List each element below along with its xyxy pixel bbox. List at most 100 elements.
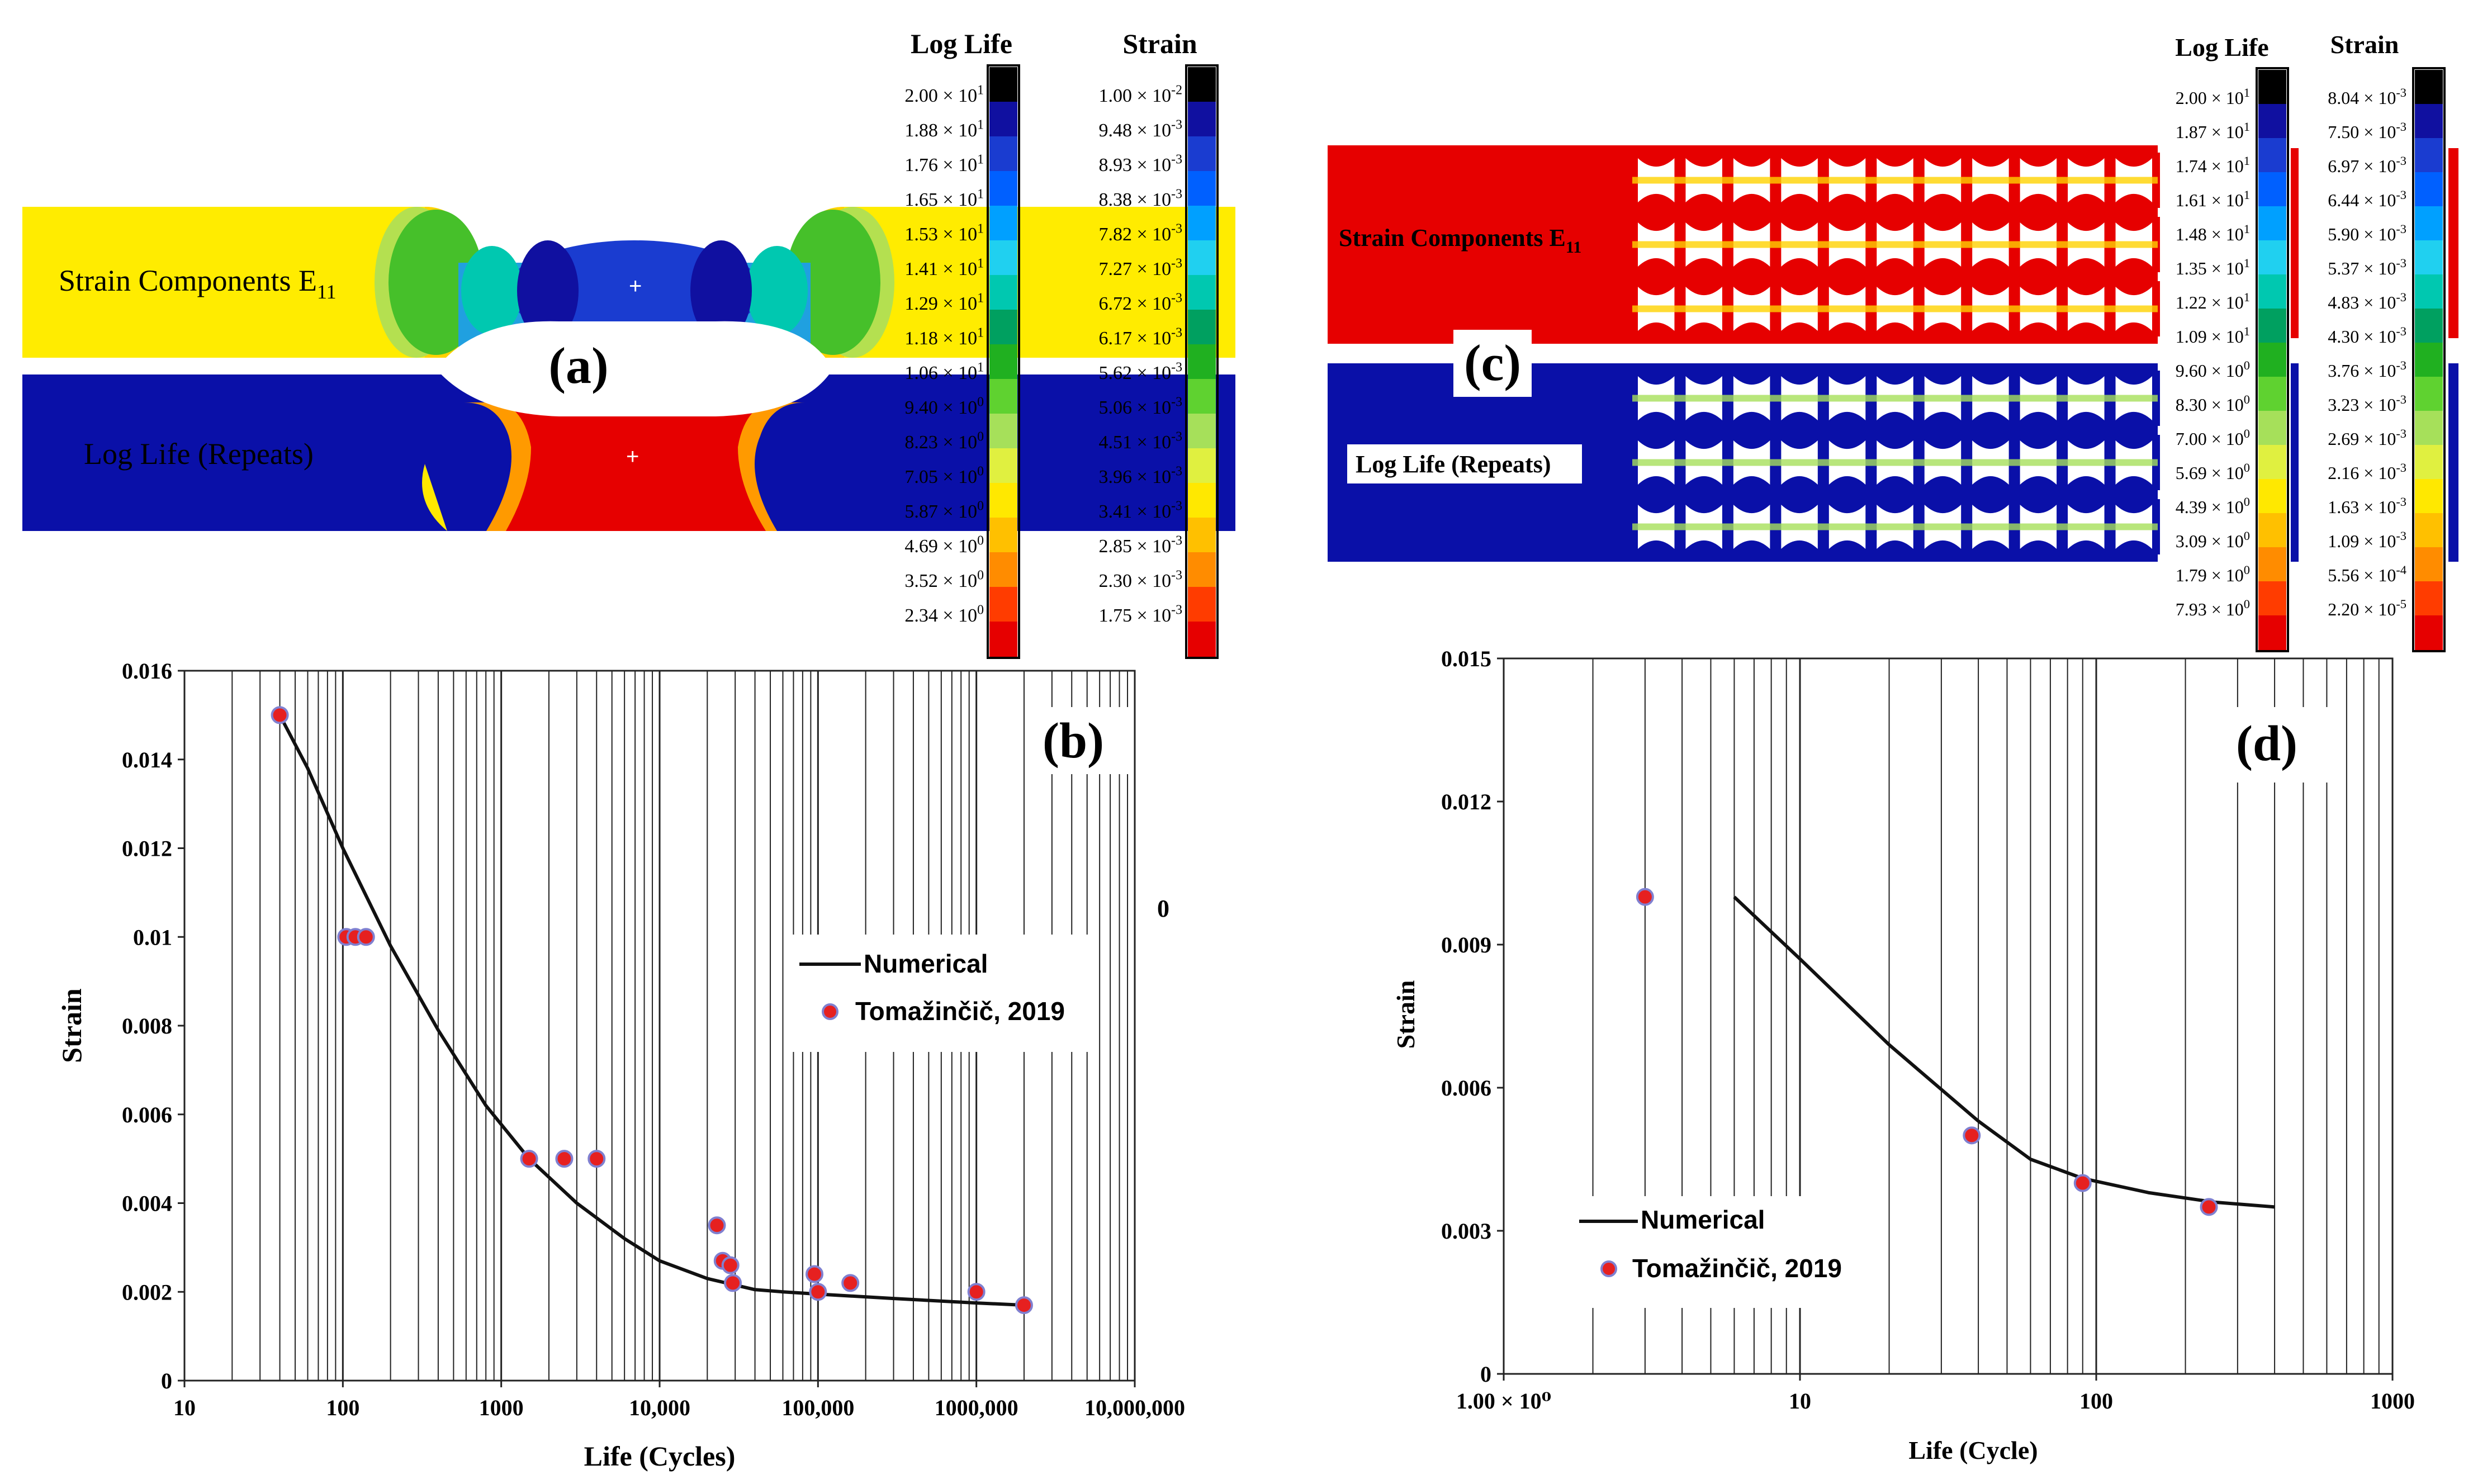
legend-swatch — [2415, 172, 2443, 207]
legend-swatch — [2415, 615, 2443, 650]
chart-b-legend-experimental: Tomažinčič, 2019 — [855, 997, 1065, 1026]
y-tick-label: 0.002 — [122, 1279, 172, 1305]
legend-entry: 1.61 × 101 — [2176, 188, 2250, 210]
chart-d-panel-label: (d) — [2236, 716, 2297, 771]
y-tick-label: 0.006 — [1441, 1075, 1491, 1101]
legend-entry: 1.88 × 101 — [904, 117, 984, 141]
legend-swatch — [2415, 479, 2443, 514]
legend-entry: 3.76 × 10-3 — [2328, 358, 2406, 381]
legend-swatch — [989, 414, 1017, 449]
experimental-point — [1963, 1126, 1981, 1145]
legend-entry: 1.65 × 101 — [904, 187, 984, 210]
legend-swatch — [2258, 240, 2286, 275]
legend-entry: 1.63 × 10-3 — [2328, 495, 2406, 517]
y-tick-label: 0.006 — [122, 1102, 172, 1127]
strain-component-label-c: Strain Components E11 — [1339, 224, 1581, 257]
legend-swatch — [2258, 70, 2286, 105]
legend-entry: 1.79 × 100 — [2176, 563, 2250, 585]
legend-entry: 6.97 × 10-3 — [2328, 154, 2406, 176]
legend-swatch — [2415, 309, 2443, 343]
legend-entry: 1.48 × 101 — [2176, 222, 2250, 244]
experimental-point — [721, 1256, 740, 1274]
y-tick-label: 0.014 — [122, 747, 172, 772]
legend-swatch — [989, 102, 1017, 137]
legend-entry: 6.72 × 10-3 — [1098, 291, 1182, 314]
legend-swatch — [2258, 445, 2286, 480]
y-tick-label: 0.012 — [1441, 789, 1491, 814]
legend-swatch — [2415, 274, 2443, 309]
experimental-point — [271, 706, 289, 724]
chart-b-series — [271, 706, 1033, 1315]
y-tick-label: 0 — [1480, 1362, 1491, 1387]
legend-c-strain-title: Strain — [2330, 30, 2399, 59]
legend-entry: 9.48 × 10-3 — [1098, 117, 1182, 141]
y-tick-label: 0.008 — [122, 1013, 172, 1039]
legend-entry: 2.34 × 100 — [904, 603, 984, 626]
legend-swatch — [1188, 414, 1216, 449]
legend-swatch — [2415, 104, 2443, 139]
legend-swatch — [2258, 172, 2286, 207]
legend-entry: 1.29 × 101 — [904, 291, 984, 314]
legend-swatch — [1188, 310, 1216, 345]
legend-entry: 8.38 × 10-3 — [1098, 187, 1182, 210]
legend-swatch — [2258, 377, 2286, 411]
y-tick-label: 0.01 — [133, 924, 172, 950]
legend-swatch — [989, 310, 1017, 345]
log-life-label-c: Log Life (Repeats) — [1356, 451, 1551, 478]
legend-swatch — [2415, 581, 2443, 616]
x-tick-label: 1000 — [2370, 1388, 2415, 1414]
x-tick-label: 100,000 — [781, 1395, 854, 1420]
legend-swatch — [989, 483, 1017, 518]
legend-entry: 1.18 × 101 — [904, 325, 984, 349]
legend-swatch — [2415, 547, 2443, 582]
life-specimen-a: + — [22, 374, 1235, 531]
legend-entry: 1.75 × 10-3 — [1098, 603, 1182, 626]
legend-entry: 5.87 × 100 — [904, 499, 984, 522]
legend-swatch — [2258, 206, 2286, 241]
svg-text:+: + — [629, 274, 642, 298]
experimental-point — [1015, 1296, 1033, 1315]
legend-swatch — [1188, 344, 1216, 380]
legend-entry: 1.35 × 101 — [2176, 256, 2250, 278]
legend-swatch — [2415, 377, 2443, 411]
legend-swatch — [989, 379, 1017, 414]
experimental-point — [809, 1283, 827, 1301]
legend-swatch — [989, 518, 1017, 553]
legend-swatch — [1188, 518, 1216, 553]
legend-entry: 9.60 × 100 — [2176, 358, 2250, 381]
legend-swatch — [1188, 275, 1216, 310]
legend-swatch — [2415, 513, 2443, 548]
legend-swatch — [989, 448, 1017, 483]
strain-component-label-a: Strain Components E11 — [59, 264, 337, 303]
legend-entry: 1.41 × 101 — [904, 256, 984, 279]
legend-entry: 5.37 × 10-3 — [2328, 256, 2406, 278]
y-tick-label: 0.016 — [122, 658, 172, 684]
legend-swatch — [1188, 206, 1216, 241]
experimental-point — [806, 1265, 824, 1283]
legend-entry: 7.50 × 10-3 — [2328, 120, 2406, 142]
legend-entry: 2.85 × 10-3 — [1098, 533, 1182, 557]
stray-zero-label: 0 — [1157, 895, 1169, 922]
chart-b-panel-label: (b) — [1043, 713, 1104, 769]
legend-entry: 2.16 × 10-3 — [2328, 461, 2406, 483]
legend-swatch — [1188, 552, 1216, 587]
legend-entry: 8.30 × 100 — [2176, 392, 2250, 415]
legend-entry: 3.41 × 10-3 — [1098, 499, 1182, 522]
legend-entry: 5.62 × 10-3 — [1098, 360, 1182, 383]
legend-entry: 7.00 × 100 — [2176, 426, 2250, 449]
legend-swatch — [989, 552, 1017, 587]
chart-b-legend: Numerical Tomažinčič, 2019 — [785, 935, 1090, 1052]
legend-entry: 2.69 × 10-3 — [2328, 426, 2406, 449]
legend-swatch — [989, 587, 1017, 622]
legend-entry: 5.69 × 100 — [2176, 461, 2250, 483]
legend-swatch — [989, 344, 1017, 380]
legend-entry: 7.27 × 10-3 — [1098, 256, 1182, 279]
legend-entry: 1.87 × 101 — [2176, 120, 2250, 142]
legend-entry: 4.30 × 10-3 — [2328, 324, 2406, 347]
experimental-point — [520, 1150, 538, 1168]
